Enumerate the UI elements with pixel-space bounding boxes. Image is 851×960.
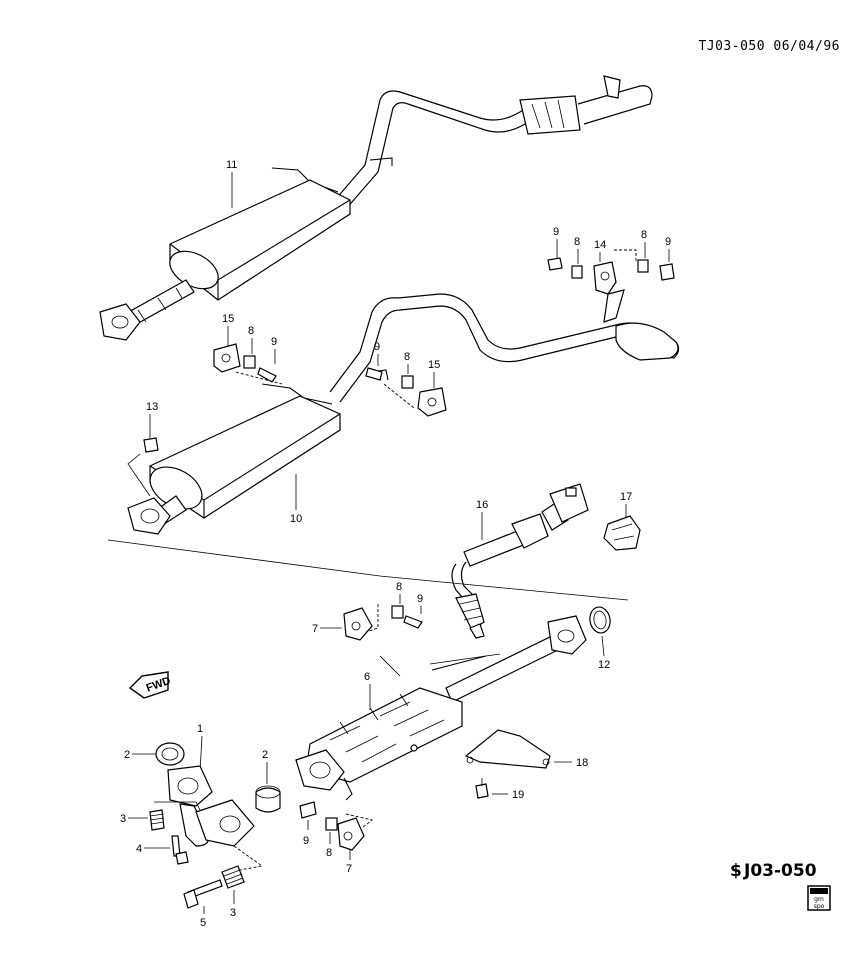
sensor-connector: [549, 483, 589, 523]
s-logo-icon: $: [730, 861, 742, 881]
callout-1: 1: [197, 723, 203, 735]
svg-text:spo: spo: [814, 903, 825, 910]
oxygen-sensor: 16: [451, 483, 589, 639]
callout-8: 8: [641, 229, 647, 241]
front-flange-upper: [99, 303, 141, 341]
muffler-assembly-upper: [99, 75, 653, 341]
callout-3: 3: [120, 813, 126, 825]
diagram-reference: TJ03-050 06/04/96: [698, 39, 840, 54]
hanger-bracket-14: [593, 261, 617, 295]
callout-9: 9: [271, 336, 277, 348]
gasket-12: 12: [589, 606, 611, 671]
hanger-rubber-15: [417, 387, 447, 417]
callout-9: 9: [303, 835, 309, 847]
callout-13: 13: [146, 401, 158, 413]
callout-16: 16: [476, 499, 488, 511]
gasket-2-left: [155, 742, 185, 766]
hanger-hardware-converter-upper: 7 8 9: [312, 581, 423, 641]
callout-19: 19: [512, 789, 524, 801]
hanger-hardware-left: 15 8 9: [213, 313, 283, 385]
callout-9: 9: [665, 236, 671, 248]
tailpipe-tip: [615, 322, 679, 361]
callout-9: 9: [417, 593, 423, 605]
callout-15: 15: [222, 313, 234, 325]
bracket-18: 18 19: [464, 729, 588, 801]
bolt-19: [475, 783, 489, 799]
callout-8: 8: [326, 847, 332, 859]
footer-code: $ J03-050: [730, 861, 817, 881]
callout-12: 12: [598, 659, 610, 671]
callout-7: 7: [312, 623, 318, 635]
svg-text:gm: gm: [814, 896, 824, 903]
callout-3: 3: [230, 907, 236, 919]
callout-15: 15: [428, 359, 440, 371]
callout-8: 8: [248, 325, 254, 337]
callout-2: 2: [262, 749, 268, 761]
callout-2: 2: [124, 749, 130, 761]
front-pipe-body: [195, 799, 255, 847]
front-pipe-flange: [167, 765, 213, 807]
callout-11: 11: [226, 159, 237, 171]
hanger-7: [343, 607, 373, 641]
callout-7: 7: [346, 863, 352, 875]
nut-13: [143, 437, 159, 453]
bracket-18-plate: [464, 729, 551, 769]
callout-9: 9: [553, 226, 559, 238]
callout-8: 8: [404, 351, 410, 363]
hanger-hardware-mid: 9 8 15: [365, 341, 447, 417]
pipe-heat-shield-upper: [519, 95, 581, 135]
callout-14: 14: [594, 239, 606, 251]
wire-clip: 17: [603, 491, 641, 551]
forward-arrow-icon: FWD: [128, 671, 172, 699]
callout-8: 8: [574, 236, 580, 248]
callout-5: 5: [200, 917, 206, 929]
front-pipe-assembly: 1 2 2 3 4 3 5: [120, 723, 281, 929]
catalog-code: J03-050: [743, 861, 817, 881]
hanger-rubber-15: [213, 343, 241, 373]
muffler-assembly-lower: [127, 293, 680, 535]
hanger-hardware-converter-lower: 9 8 7: [299, 801, 374, 875]
catalytic-converter-assembly: [295, 615, 587, 801]
callout-17: 17: [620, 491, 632, 503]
callout-18: 18: [576, 757, 588, 769]
callout-6: 6: [364, 671, 370, 683]
callout-10: 10: [290, 513, 302, 525]
callout-8: 8: [396, 581, 402, 593]
front-flange-lower: [127, 497, 171, 535]
gasket-2-right: [255, 787, 281, 813]
inlet-flange: [295, 749, 345, 791]
clip-17: [603, 515, 641, 551]
hanger-hardware-right: 9 8 14 8 9: [547, 226, 675, 323]
callout-9: 9: [374, 341, 380, 353]
outlet-flange: [547, 615, 587, 655]
gm-spo-logo: gm spo: [807, 885, 831, 911]
callout-4: 4: [136, 843, 142, 855]
hanger-7: [337, 817, 365, 851]
